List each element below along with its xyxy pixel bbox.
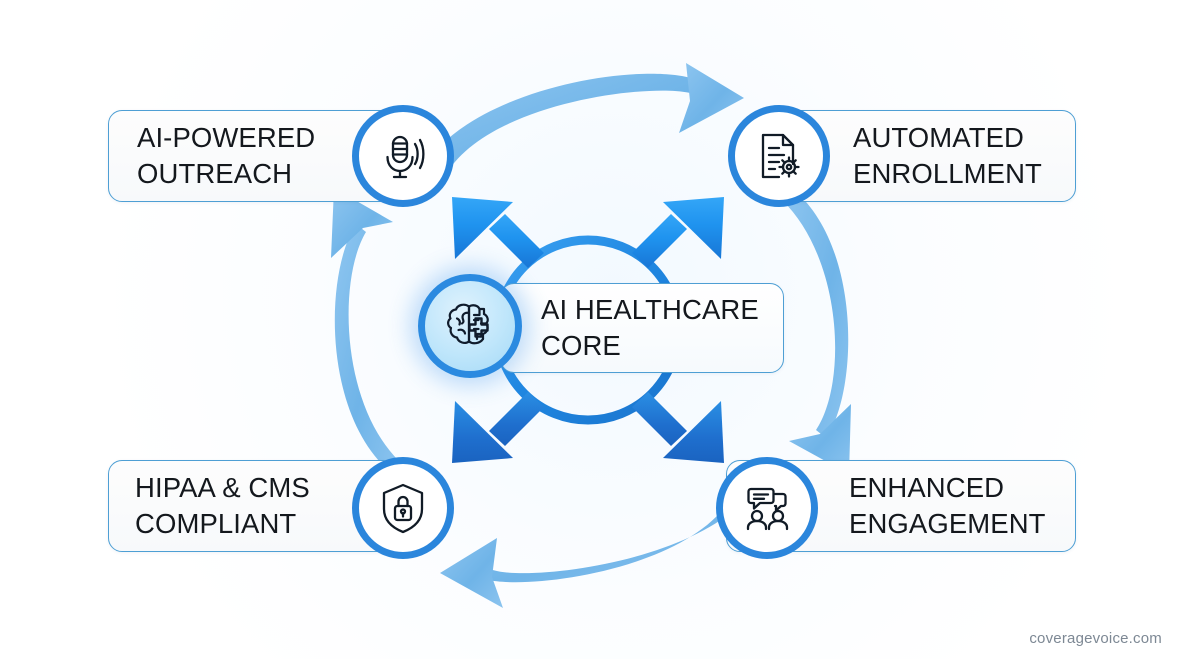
hub-arrow-bottom-right <box>632 392 724 463</box>
node-box-ai-powered-outreach[interactable]: AI-POWERED OUTREACH <box>108 110 396 202</box>
icon-disc-automated-enrollment[interactable] <box>726 103 832 209</box>
hub-arrow-bottom-left <box>452 392 544 463</box>
node-box-hipaa-cms-compliant[interactable]: HIPAA & CMS COMPLIANT <box>108 460 396 552</box>
node-label-automated-enrollment: AUTOMATED ENROLLMENT <box>853 121 1042 189</box>
icon-disc-ai-powered-outreach[interactable] <box>350 103 456 209</box>
node-label-ai-powered-outreach: AI-POWERED OUTREACH <box>137 121 316 189</box>
hub-arrow-top-left <box>452 197 544 268</box>
microphone-icon <box>386 135 425 179</box>
brain-medical-cross-icon <box>447 303 489 345</box>
shield-lock-icon <box>382 483 424 534</box>
node-label-enhanced-engagement: ENHANCED ENGAGEMENT <box>849 471 1046 539</box>
document-gear-icon <box>761 133 800 179</box>
hub-arrow-top-right <box>632 197 724 268</box>
node-box-automated-enrollment[interactable]: AUTOMATED ENROLLMENT <box>786 110 1076 202</box>
cycle-arrow-bottom <box>440 481 759 608</box>
node-label-hipaa-cms-compliant: HIPAA & CMS COMPLIANT <box>135 471 310 539</box>
icon-disc-hipaa-cms-compliant[interactable] <box>350 455 456 561</box>
node-label-ai-healthcare-core: AI HEALTHCARE CORE <box>541 293 759 361</box>
people-chat-icon <box>746 487 789 531</box>
watermark: coveragevoice.com <box>1029 630 1162 647</box>
icon-disc-enhanced-engagement[interactable] <box>714 455 820 561</box>
cycle-arrow-right <box>782 190 851 474</box>
cycle-arrow-top <box>419 63 744 183</box>
icon-disc-ai-healthcare-core[interactable] <box>418 274 522 378</box>
node-box-ai-healthcare-core[interactable]: AI HEALTHCARE CORE <box>500 283 784 373</box>
cycle-arrow-left <box>331 188 400 470</box>
